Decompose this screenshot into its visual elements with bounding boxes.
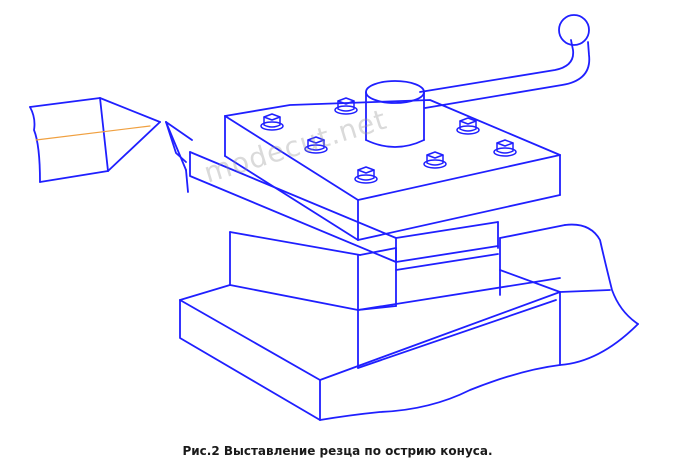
bolt [304, 136, 328, 154]
cutting-tool [165, 121, 193, 193]
upper-slide [189, 151, 499, 271]
right-slide [499, 223, 639, 325]
center-axis-line [35, 125, 151, 141]
bolt [354, 166, 378, 184]
tool-holder-block [224, 99, 561, 241]
base-slide [179, 284, 639, 421]
bolt [334, 97, 358, 115]
bolt [493, 139, 517, 157]
middle-slide [229, 231, 561, 369]
bolt [423, 151, 447, 169]
figure-caption: Рис.2 Выставление резца по острию конуса… [182, 444, 493, 458]
clamp-handle [419, 14, 591, 109]
tailstock-cone [29, 97, 161, 183]
center-cylinder [365, 80, 425, 148]
bolt [456, 117, 480, 135]
bolt [260, 113, 284, 131]
bolts [260, 97, 517, 184]
